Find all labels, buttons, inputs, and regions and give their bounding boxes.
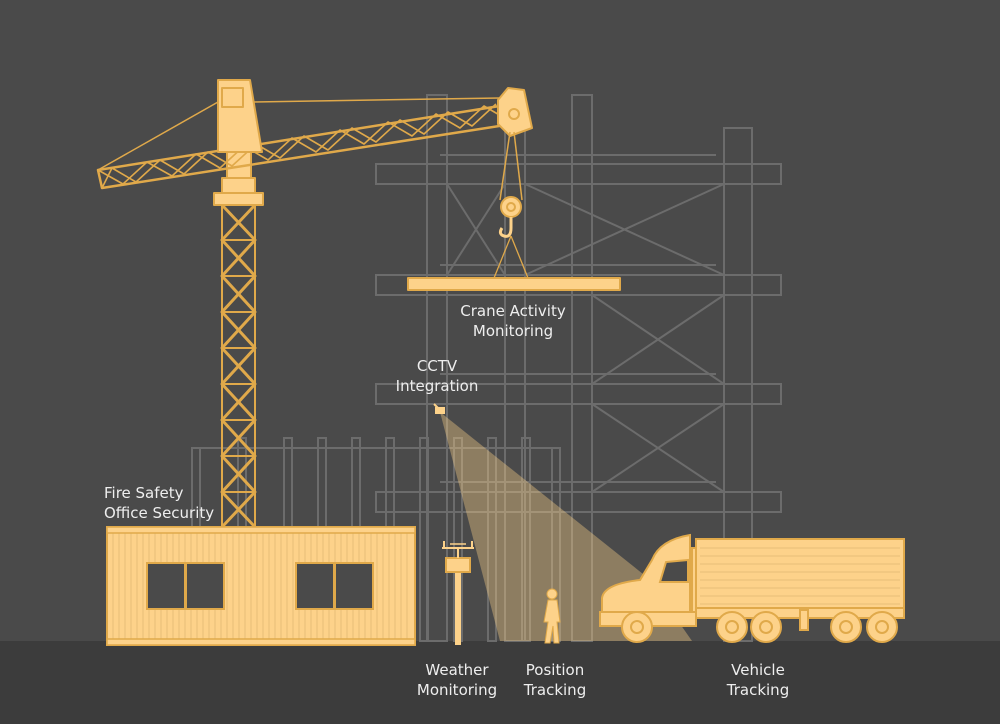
delivery-truck xyxy=(599,533,905,643)
weather-monitoring-label: Weather Monitoring xyxy=(407,660,507,700)
vehicle-label-line2: Tracking xyxy=(726,681,790,699)
office-label-line2: Office Security xyxy=(104,504,215,522)
position-tracking-label: Position Tracking xyxy=(510,660,600,700)
office-label-line1: Fire Safety xyxy=(104,484,184,502)
position-label-line2: Tracking xyxy=(523,681,587,699)
vehicle-label-line1: Vehicle xyxy=(731,661,785,679)
tower-crane xyxy=(96,79,621,529)
weather-label-line1: Weather xyxy=(425,661,489,679)
cctv-label-line2: Integration xyxy=(395,377,479,395)
cctv-camera xyxy=(433,403,445,414)
position-label-line1: Position xyxy=(525,661,585,679)
office-security-label: Fire Safety Office Security xyxy=(104,483,244,523)
site-office xyxy=(106,526,416,646)
crane-activity-label-line2: Monitoring xyxy=(472,322,554,340)
crane-activity-label-line1: Crane Activity xyxy=(460,302,566,320)
weather-label-line2: Monitoring xyxy=(416,681,498,699)
weather-station xyxy=(442,541,474,645)
cctv-label-line1: CCTV xyxy=(416,357,458,375)
crane-activity-label: Crane Activity Monitoring xyxy=(440,301,586,341)
worker-figure xyxy=(543,588,561,644)
ground xyxy=(0,641,1000,724)
vehicle-tracking-label: Vehicle Tracking xyxy=(713,660,803,700)
cctv-integration-label: CCTV Integration xyxy=(382,356,492,396)
